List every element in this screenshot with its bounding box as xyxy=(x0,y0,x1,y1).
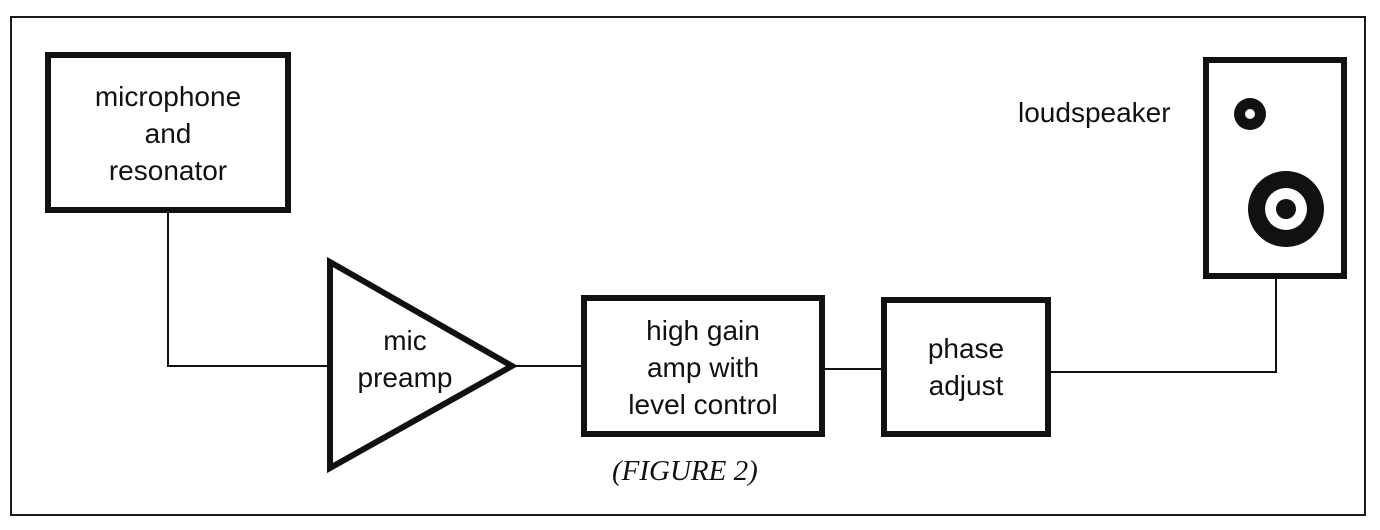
mic-block-label: microphone and resonator xyxy=(48,78,288,189)
mic-label-line: and xyxy=(144,118,192,149)
amp-label-line: high gain xyxy=(646,315,760,346)
phase-label-line: phase xyxy=(927,333,1005,364)
tweeter-icon xyxy=(1234,98,1266,130)
amp-label-line: level control xyxy=(628,389,778,420)
figure-caption: (FIGURE 2) xyxy=(612,455,758,487)
wire-mic-to-preamp xyxy=(167,210,330,367)
mic-preamp-triangle xyxy=(327,256,519,474)
wire-phase-to-speaker xyxy=(1048,276,1277,373)
phase-label-line: adjust xyxy=(928,370,1004,401)
phase-adjust-box xyxy=(881,297,1051,437)
phase-block-label: phase adjust xyxy=(884,330,1048,404)
preamp-label: mic preamp xyxy=(340,322,470,396)
loudspeaker-cabinet xyxy=(1203,57,1347,279)
woofer-icon xyxy=(1248,171,1324,247)
preamp-label-line: mic xyxy=(383,325,427,356)
high-gain-amp-box xyxy=(581,295,825,437)
amp-block-label: high gain amp with level control xyxy=(584,312,822,423)
loudspeaker-label: loudspeaker xyxy=(1018,97,1171,128)
microphone-resonator-box xyxy=(45,52,291,213)
mic-label-line: resonator xyxy=(108,155,228,186)
amp-label-line: amp with xyxy=(646,352,760,383)
mic-label-line: microphone xyxy=(94,81,242,112)
preamp-label-line: preamp xyxy=(357,362,453,393)
figure-frame xyxy=(10,16,1366,516)
